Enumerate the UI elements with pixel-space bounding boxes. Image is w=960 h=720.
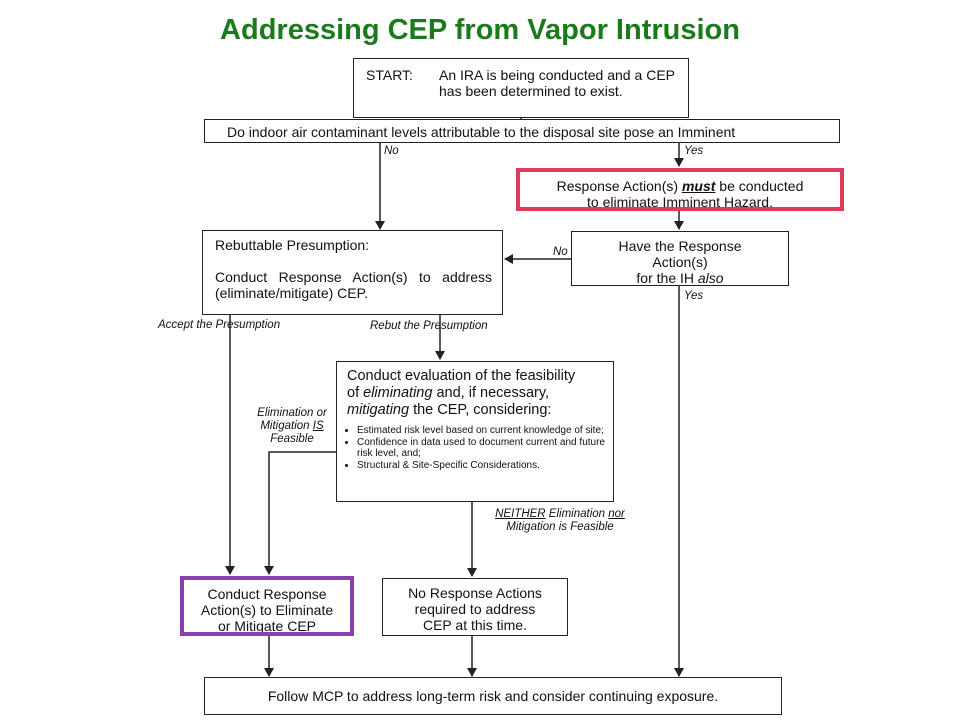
evaluation-line1: Conduct evaluation of the feasibility: [347, 368, 576, 384]
label-no-side: No: [553, 246, 568, 258]
no-response-box: No Response Actions required to address …: [382, 578, 568, 636]
evaluation-bullet: Structural & Site-Specific Consideration…: [357, 460, 605, 472]
label-accept-presumption: Accept the Presumption: [158, 319, 281, 331]
have-response-box: Have the Response Action(s) for the IH a…: [571, 231, 789, 286]
label-yes-top: Yes: [684, 145, 704, 157]
follow-mcp-box: Follow MCP to address long-term risk and…: [204, 677, 782, 715]
start-text: An IRA is being conducted and a CEP has …: [439, 67, 675, 99]
rebuttable-title: Rebuttable Presumption:: [215, 237, 370, 253]
evaluation-line2: of eliminating and, if necessary,: [347, 385, 550, 401]
start-prefix: START:: [366, 67, 413, 83]
evaluation-bullets: Estimated risk level based on current kn…: [347, 425, 605, 471]
start-box: START: An IRA is being conducted and a C…: [353, 58, 689, 118]
label-feasible: Elimination or Mitigation IS Feasible: [257, 407, 327, 445]
label-rebut-presumption: Rebut the Presumption: [370, 320, 488, 332]
rebuttable-body: Conduct Response Action(s) to address (e…: [215, 269, 492, 301]
label-no-top: No: [384, 145, 399, 157]
imminent-action-line1: Response Action(s) must be conducted: [556, 178, 804, 194]
no-response-line3: CEP at this time.: [422, 617, 527, 633]
have-response-line1: Have the Response: [618, 238, 742, 254]
question-text: Do indoor air contaminant levels attribu…: [227, 124, 736, 140]
have-response-line3: for the IH also: [636, 270, 724, 286]
feasibility-evaluation-box: Conduct evaluation of the feasibility of…: [336, 361, 614, 502]
no-response-line1: No Response Actions: [408, 585, 542, 601]
conduct-response-line3: or Mitigate CEP: [217, 618, 317, 634]
conduct-response-line2: Action(s) to Eliminate: [200, 602, 334, 618]
no-response-line2: required to address: [414, 601, 536, 617]
evaluation-bullet: Estimated risk level based on current kn…: [357, 425, 605, 437]
rebuttable-presumption-box: Rebuttable Presumption: Conduct Response…: [202, 230, 503, 315]
imminent-hazard-question-box: Do indoor air contaminant levels attribu…: [204, 119, 840, 143]
follow-text: Follow MCP to address long-term risk and…: [267, 688, 719, 704]
conduct-response-box: Conduct Response Action(s) to Eliminate …: [180, 576, 354, 636]
imminent-action-line2: to eliminate Imminent Hazard.: [587, 194, 773, 210]
edge-feasible: [264, 451, 336, 575]
have-response-line2: Action(s): [652, 254, 708, 270]
label-yes-side: Yes: [684, 290, 704, 302]
imminent-action-box: Response Action(s) must be conducted to …: [516, 168, 844, 211]
evaluation-line3: mitigating the CEP, considering:: [347, 402, 552, 418]
evaluation-bullet: Confidence in data used to document curr…: [357, 437, 605, 460]
diagram-title: Addressing CEP from Vapor Intrusion: [220, 14, 740, 46]
conduct-response-line1: Conduct Response: [207, 586, 327, 602]
label-neither-feasible: NEITHER Elimination nor Mitigation is Fe…: [495, 508, 625, 533]
